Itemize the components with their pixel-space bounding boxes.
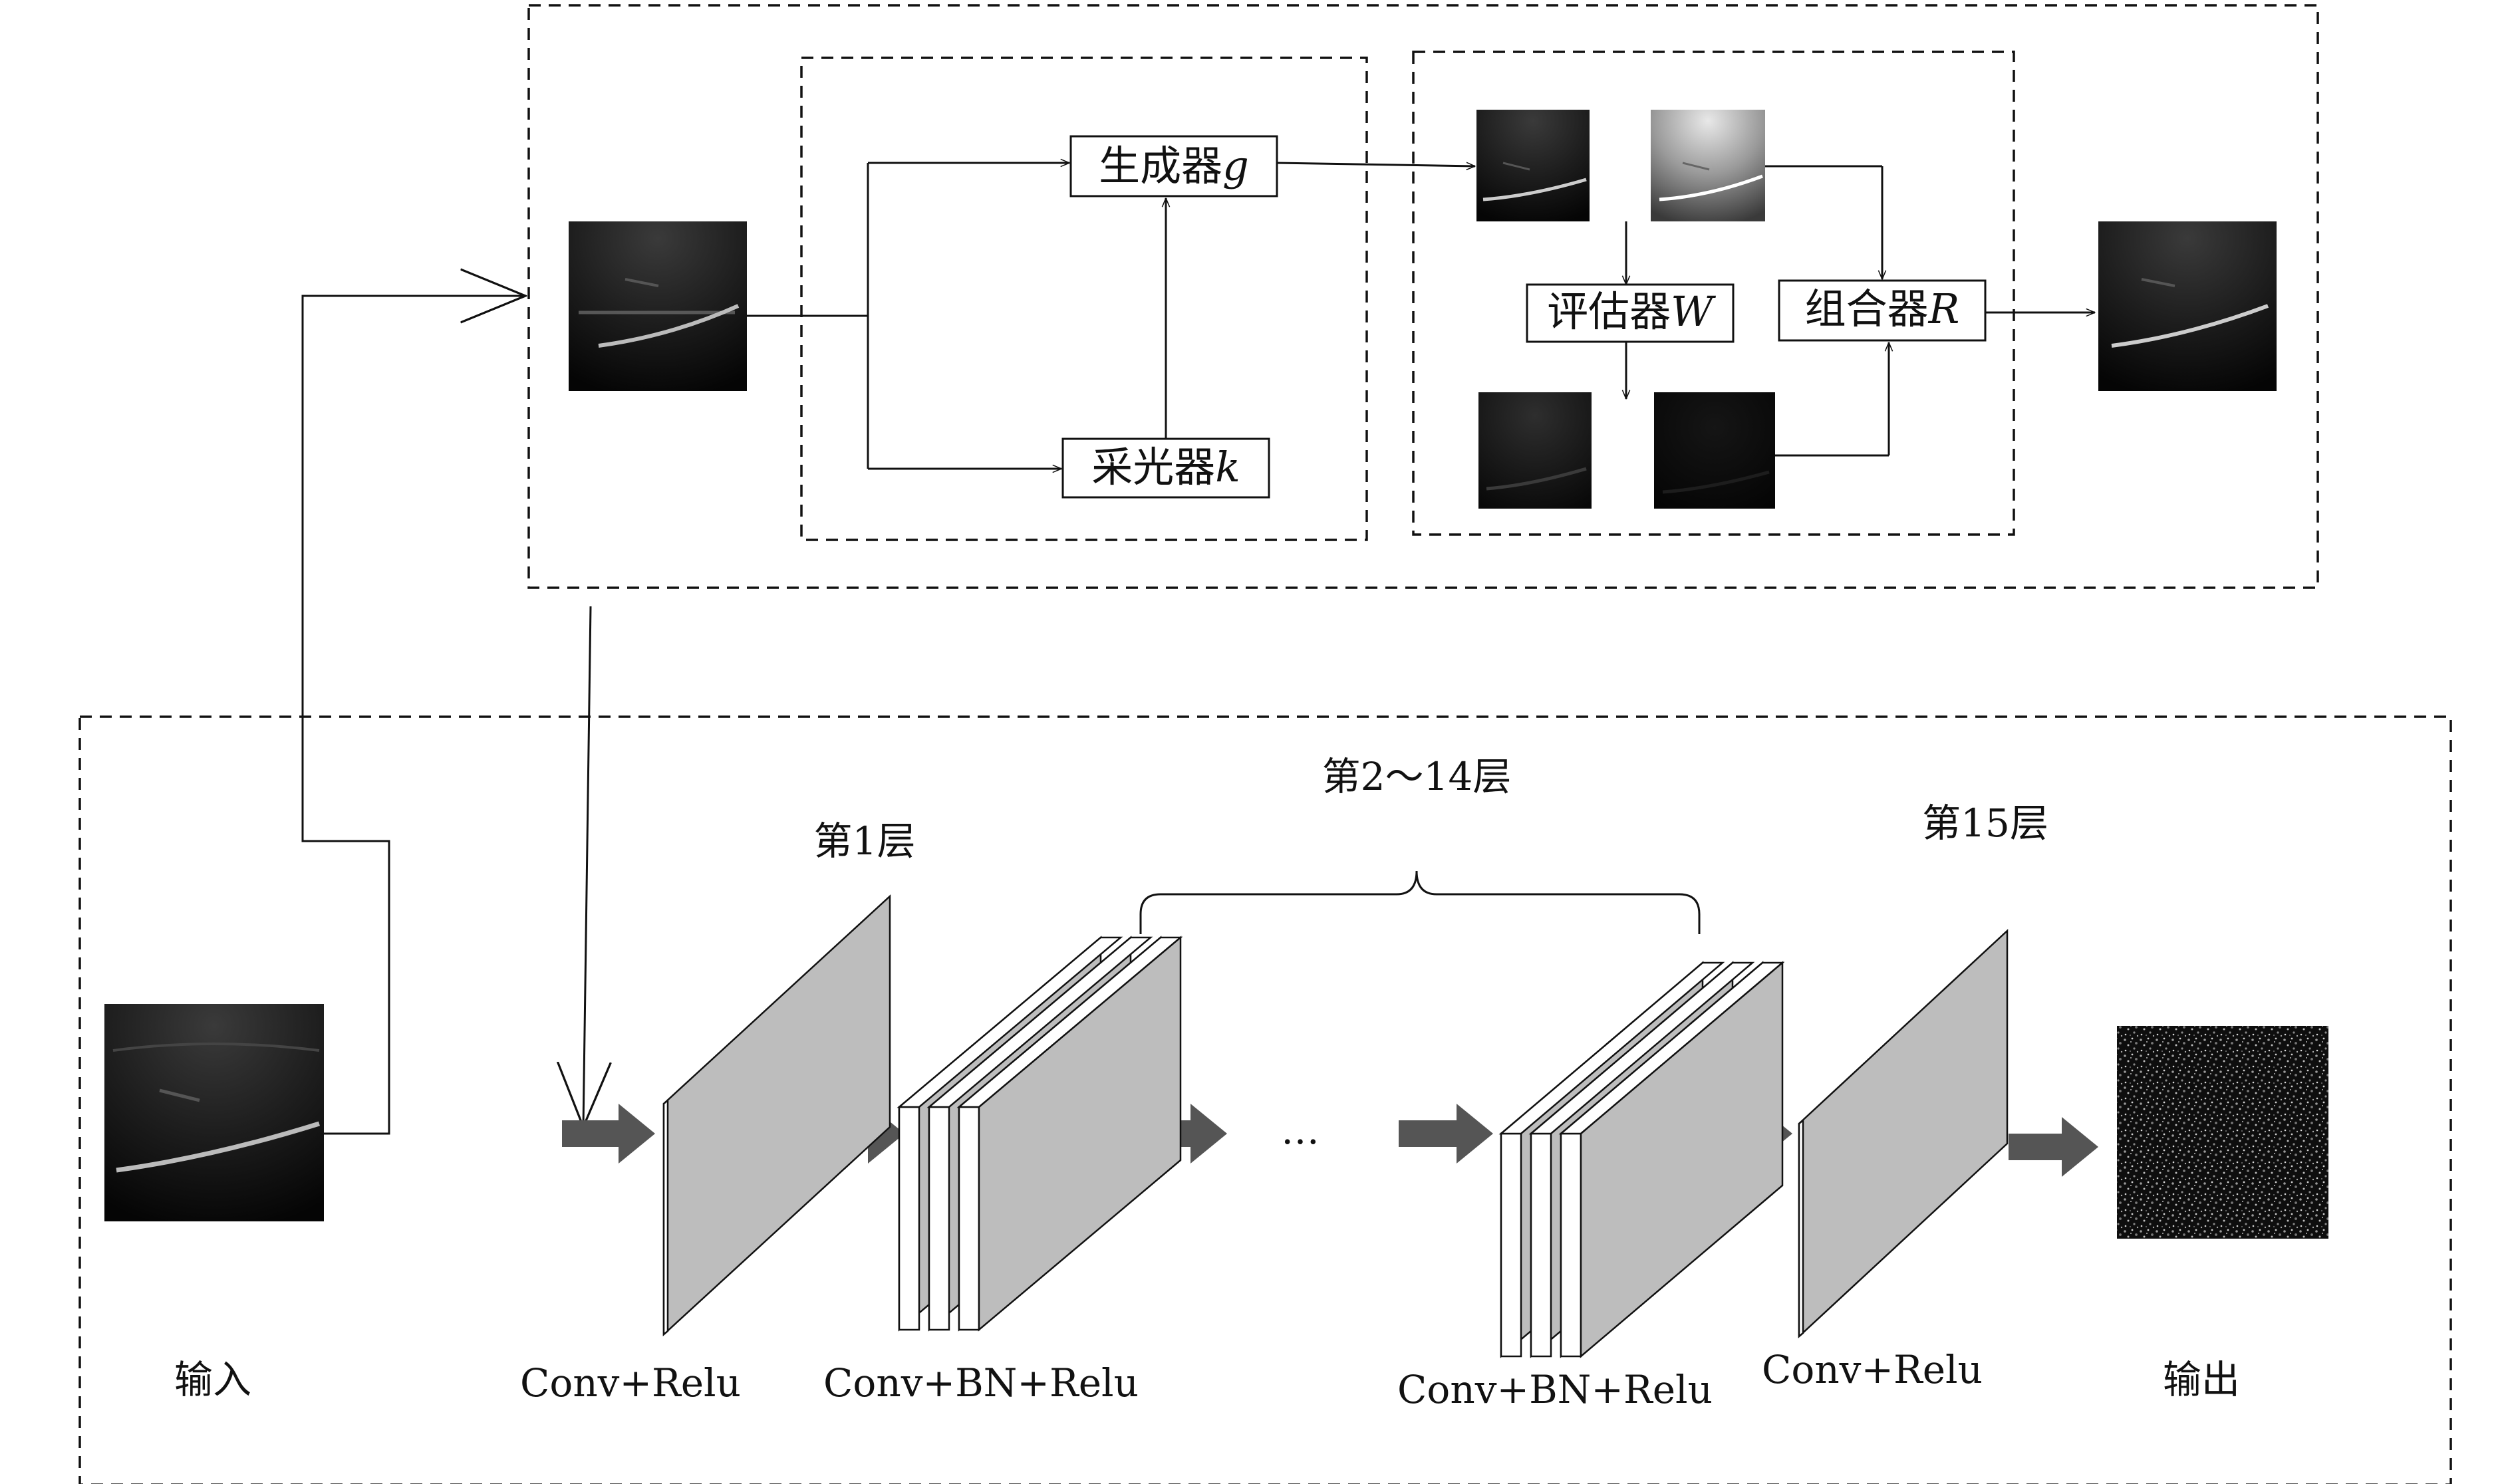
- fusion-frame: [1412, 51, 2015, 536]
- generator-box: 生成器g: [1069, 135, 1278, 197]
- label-layer-15: 第15层: [1922, 801, 2048, 846]
- layer-group-b: [1498, 961, 1785, 1358]
- generator-symbol: g: [1222, 142, 1249, 190]
- label-layer-1: 第1层: [814, 818, 916, 864]
- weight-map-1: [1478, 392, 1592, 509]
- combiner-box: 组合器R: [1778, 279, 1987, 342]
- brace-layers-2-14: [1139, 870, 1701, 934]
- bottom-panel-frame: [78, 715, 2452, 1484]
- svg-text:采光器k: 采光器k: [1091, 443, 1240, 491]
- link-input-up-to-top-panel: [301, 296, 525, 1135]
- enhanced-image-dark: [1476, 110, 1590, 221]
- caption-conv-relu-15: Conv+Relu: [1762, 1347, 1983, 1392]
- flow-arrow-6: [2009, 1117, 2098, 1177]
- label-layers-2-14: 第2～14层: [1322, 754, 1512, 799]
- svg-text:生成器g: 生成器g: [1099, 142, 1249, 190]
- evaluator-symbol: W: [1671, 287, 1716, 336]
- generator-label: 生成器: [1099, 142, 1222, 190]
- illumination-estimation-frame: [800, 57, 1368, 541]
- combiner-label: 组合器: [1805, 285, 1929, 333]
- weight-map-2: [1654, 392, 1775, 509]
- network-output-noise-image: [2117, 1026, 2328, 1239]
- link-top-panel-down-to-network: [583, 606, 591, 1127]
- caption-input: 输入: [174, 1357, 251, 1402]
- caption-conv-relu-1: Conv+Relu: [520, 1360, 741, 1406]
- arrow-generator-to-images: [1276, 163, 1475, 166]
- combiner-symbol: R: [1928, 285, 1960, 333]
- enhanced-output-image: [2098, 221, 2277, 391]
- layer-1-block: [662, 894, 891, 1336]
- svg-text:组合器R: 组合器R: [1805, 285, 1960, 333]
- sampler-label: 采光器: [1091, 443, 1215, 491]
- sampler-box: 采光器k: [1061, 437, 1270, 499]
- flow-arrow-4: [1399, 1104, 1493, 1164]
- svg-text:评估器W: 评估器W: [1547, 287, 1716, 336]
- caption-conv-bn-relu-b: Conv+BN+Relu: [1397, 1367, 1713, 1412]
- evaluator-label: 评估器: [1547, 287, 1671, 336]
- enhanced-image-bright: [1651, 110, 1765, 221]
- network-input-image: [104, 1004, 324, 1221]
- top-input-image: [569, 221, 747, 391]
- layer-15-block: [1798, 929, 2009, 1338]
- top-panel-frame: [527, 4, 2319, 589]
- evaluator-box: 评估器W: [1526, 283, 1735, 343]
- sampler-symbol: k: [1215, 443, 1240, 491]
- caption-output: 输出: [2163, 1357, 2240, 1402]
- layer-group-a: [897, 935, 1183, 1332]
- flow-arrow-1: [562, 1104, 655, 1164]
- ellipsis: …: [1281, 1108, 1320, 1153]
- caption-conv-bn-relu-a: Conv+BN+Relu: [823, 1360, 1139, 1406]
